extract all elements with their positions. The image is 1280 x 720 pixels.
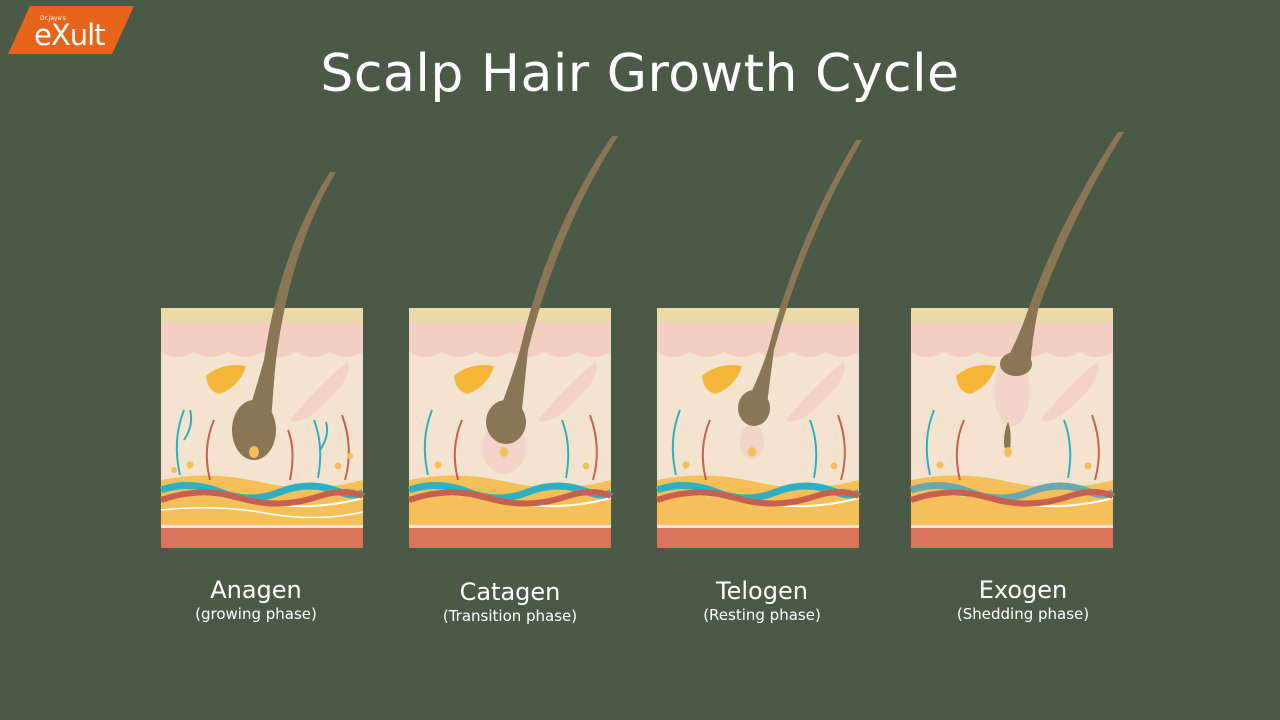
phase-label-anagen: Anagen (growing phase) bbox=[126, 575, 386, 623]
catagen-illustration bbox=[398, 130, 658, 560]
phase-name: Anagen bbox=[210, 576, 302, 604]
brand-logo: Dr.Jaya's eXult bbox=[8, 6, 134, 54]
hair-strand bbox=[232, 172, 336, 460]
phase-name: Exogen bbox=[978, 576, 1068, 604]
telogen-illustration bbox=[646, 130, 906, 560]
skin-block bbox=[909, 308, 1116, 548]
skin-block bbox=[159, 308, 366, 548]
skin-block bbox=[407, 308, 614, 548]
hair-strand bbox=[486, 136, 618, 457]
logo-small-text: Dr.Jaya's bbox=[40, 15, 66, 22]
exogen-illustration bbox=[900, 130, 1160, 560]
page-title: Scalp Hair Growth Cycle bbox=[320, 44, 960, 104]
hair-strand bbox=[738, 140, 862, 457]
phase-description: (Transition phase) bbox=[442, 607, 578, 625]
phase-label-telogen: Telogen (Resting phase) bbox=[632, 576, 892, 624]
phase-description: (Shedding phase) bbox=[956, 605, 1090, 623]
logo-main-text: eXult bbox=[34, 18, 106, 52]
logo-badge bbox=[8, 6, 134, 54]
anagen-illustration bbox=[150, 130, 410, 560]
hair-strand bbox=[1000, 132, 1124, 376]
phase-name: Telogen bbox=[716, 577, 808, 605]
phase-name: Catagen bbox=[459, 578, 561, 606]
skin-block bbox=[655, 308, 862, 548]
phase-label-exogen: Exogen (Shedding phase) bbox=[893, 575, 1153, 623]
phase-description: (Resting phase) bbox=[703, 606, 821, 624]
phase-label-catagen: Catagen (Transition phase) bbox=[380, 577, 640, 625]
phase-description: (growing phase) bbox=[195, 605, 317, 623]
